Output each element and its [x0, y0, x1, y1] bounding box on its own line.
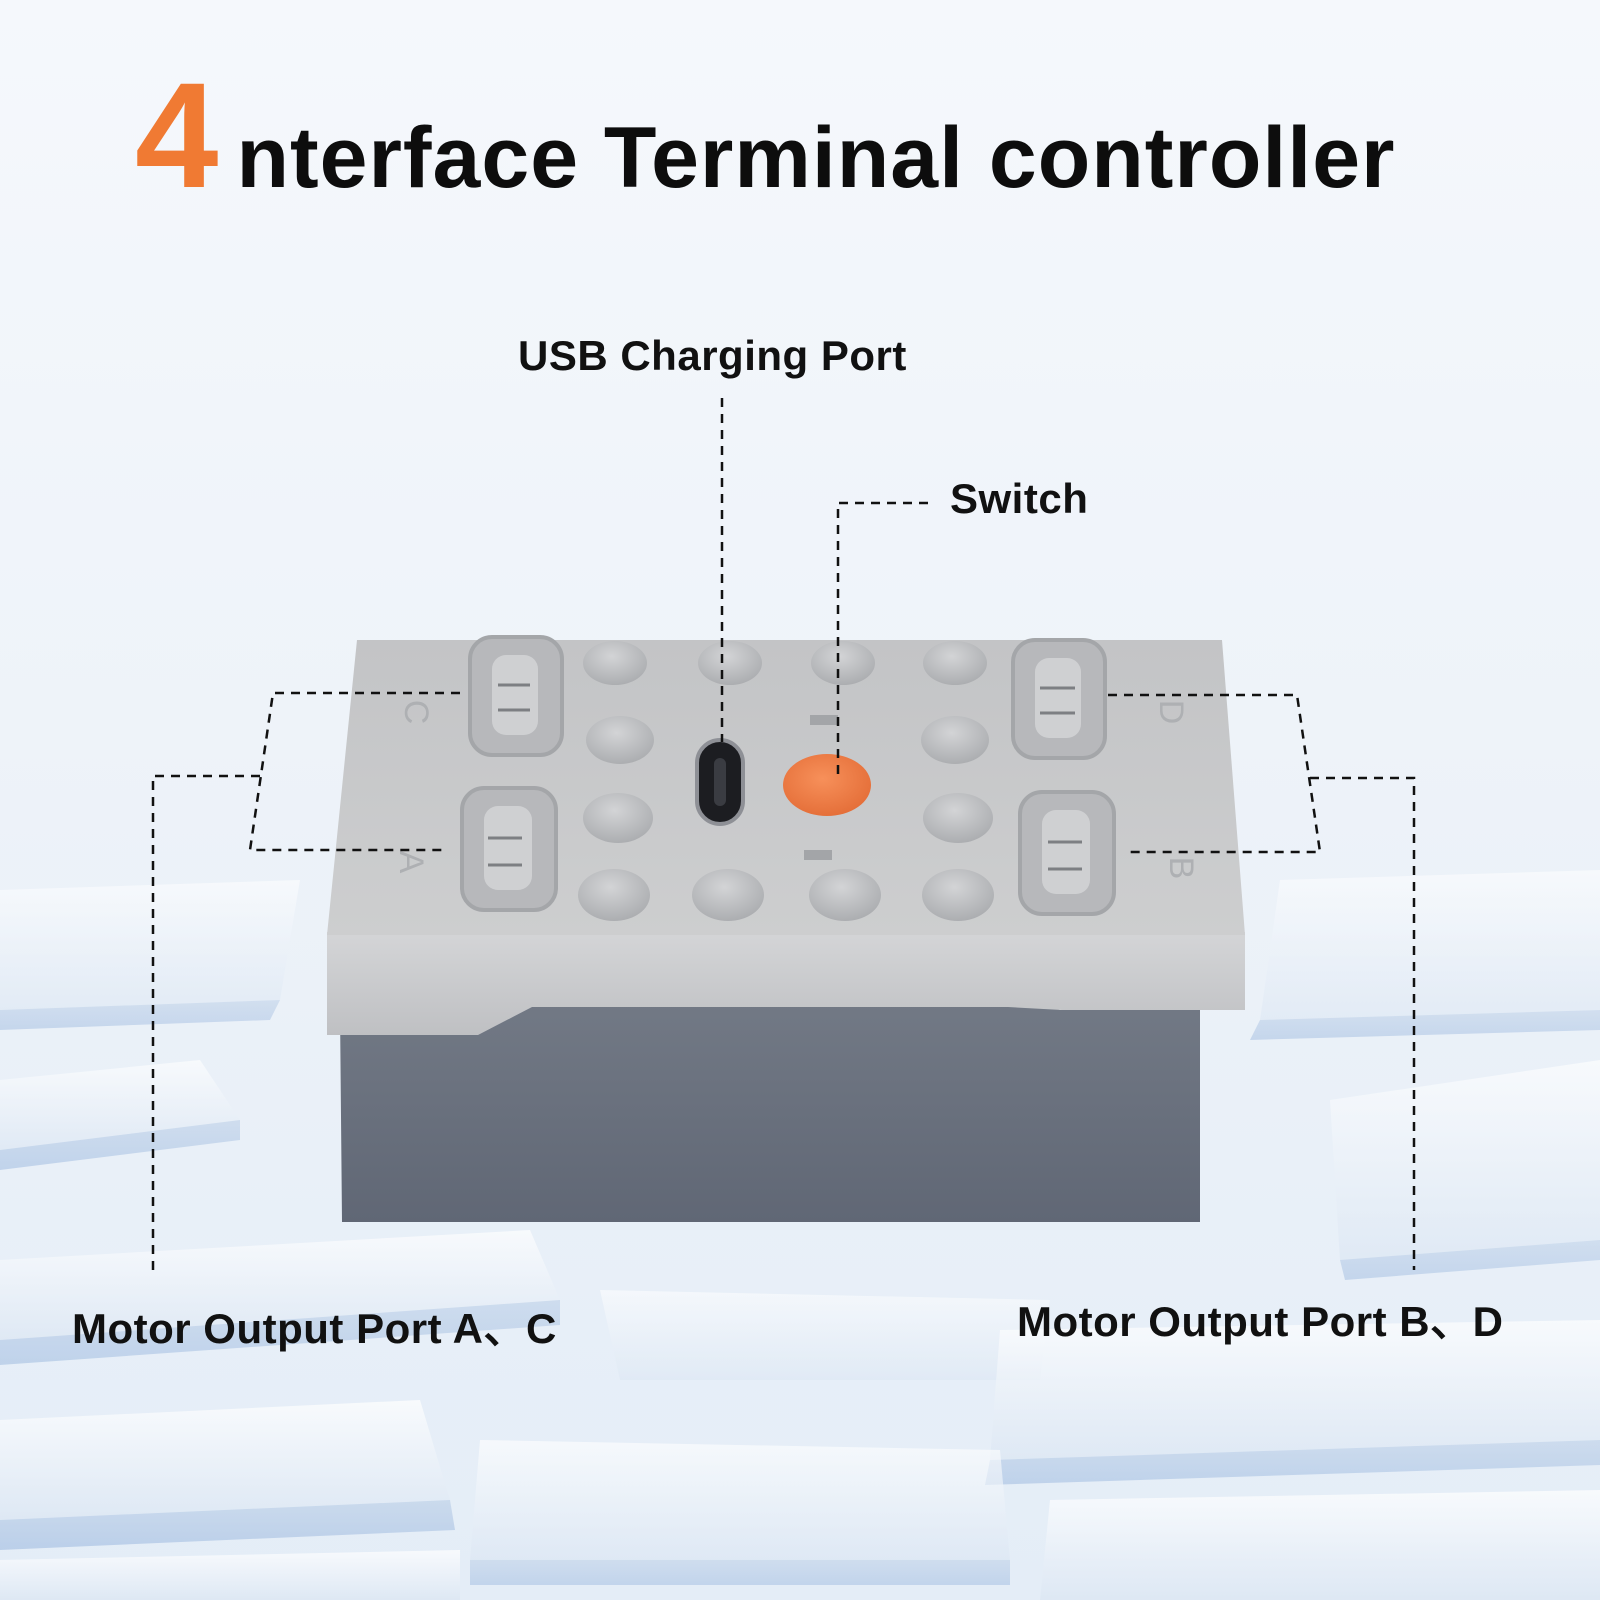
base-housing — [340, 990, 1200, 1222]
title-number: 4 — [135, 51, 219, 219]
port-letter-a: A — [392, 851, 430, 874]
port-letter-b: B — [1162, 857, 1200, 880]
usb-c-port — [695, 738, 745, 826]
port-d-socket — [1011, 638, 1107, 760]
switch-label: Switch — [950, 475, 1089, 522]
power-switch-button — [783, 754, 871, 816]
title-text: nterface Terminal controller — [236, 110, 1396, 206]
port-a-socket — [460, 786, 558, 912]
port-letter-d: D — [1152, 700, 1190, 725]
port-c-socket — [468, 635, 564, 757]
port-b-socket — [1018, 790, 1116, 916]
usb-charging-port-label: USB Charging Port — [518, 332, 907, 379]
motor-output-port-ac-label: Motor Output Port A、C — [72, 1305, 557, 1352]
port-letter-c: C — [397, 700, 435, 725]
studs — [578, 641, 994, 921]
motor-output-port-bd-label: Motor Output Port B、D — [1017, 1298, 1504, 1345]
lid-front — [327, 932, 1245, 1035]
